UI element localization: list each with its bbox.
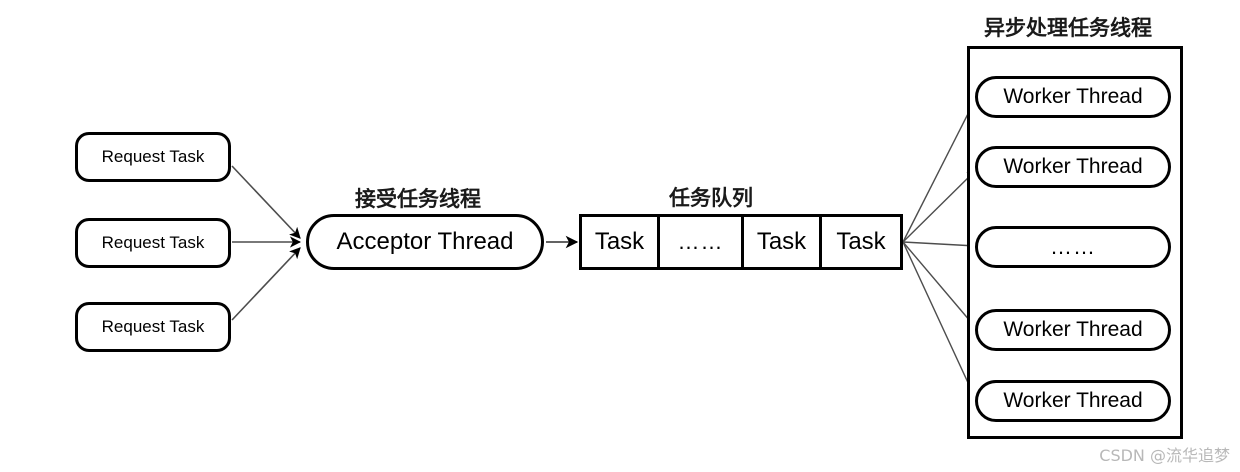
worker-thread-node-3[interactable]: Worker Thread: [975, 309, 1171, 351]
acceptor-thread-label: Acceptor Thread: [336, 228, 514, 255]
worker-pool-caption: 异步处理任务线程: [984, 16, 1152, 40]
queue-cell-label: Task: [756, 228, 807, 255]
wire-request-3-to-acceptor: [231, 247, 301, 321]
worker-thread-label: Worker Thread: [1003, 85, 1143, 108]
request-task-node-2[interactable]: Request Task: [75, 218, 231, 268]
ellipsis-glyph: ……: [1050, 234, 1096, 259]
task-queue-caption: 任务队列: [669, 186, 753, 210]
wire-request-to-acceptor-group: [231, 165, 302, 321]
acceptor-caption: 接受任务线程: [355, 187, 481, 211]
queue-cell-ellipsis: ……: [660, 217, 744, 267]
wire-queue-to-worker-3: [902, 240, 977, 251]
task-queue: Task …… Task Task: [579, 214, 903, 270]
request-task-node-1[interactable]: Request Task: [75, 132, 231, 182]
wire-queue-to-worker-4: [902, 241, 977, 329]
worker-thread-node-1[interactable]: Worker Thread: [975, 76, 1171, 118]
request-task-label: Request Task: [101, 317, 205, 336]
wire-queue-to-workers-group: [902, 97, 977, 401]
worker-thread-label: Worker Thread: [1003, 155, 1143, 178]
queue-cell-task-1[interactable]: Task: [582, 217, 660, 267]
ellipsis-glyph: ……: [677, 229, 724, 254]
queue-cell-label: Task: [836, 228, 886, 255]
watermark: CSDN @流华追梦: [1099, 446, 1230, 465]
worker-thread-label: Worker Thread: [1003, 318, 1143, 341]
wire-queue-to-worker-2: [902, 169, 977, 243]
worker-thread-label: Worker Thread: [1003, 389, 1143, 412]
worker-thread-node-2[interactable]: Worker Thread: [975, 146, 1171, 188]
wire-queue-to-worker-5: [902, 241, 977, 401]
queue-cell-label: Task: [594, 228, 645, 255]
acceptor-thread-node[interactable]: Acceptor Thread: [306, 214, 544, 270]
request-task-node-3[interactable]: Request Task: [75, 302, 231, 352]
wire-request-1-to-acceptor: [231, 165, 301, 239]
worker-pool-ellipsis-node: ……: [975, 226, 1171, 268]
request-task-label: Request Task: [101, 233, 205, 252]
request-task-label: Request Task: [101, 147, 205, 166]
wire-queue-to-worker-1: [902, 97, 977, 243]
queue-cell-task-3[interactable]: Task: [822, 217, 900, 267]
worker-thread-node-4[interactable]: Worker Thread: [975, 380, 1171, 422]
queue-cell-task-2[interactable]: Task: [744, 217, 822, 267]
